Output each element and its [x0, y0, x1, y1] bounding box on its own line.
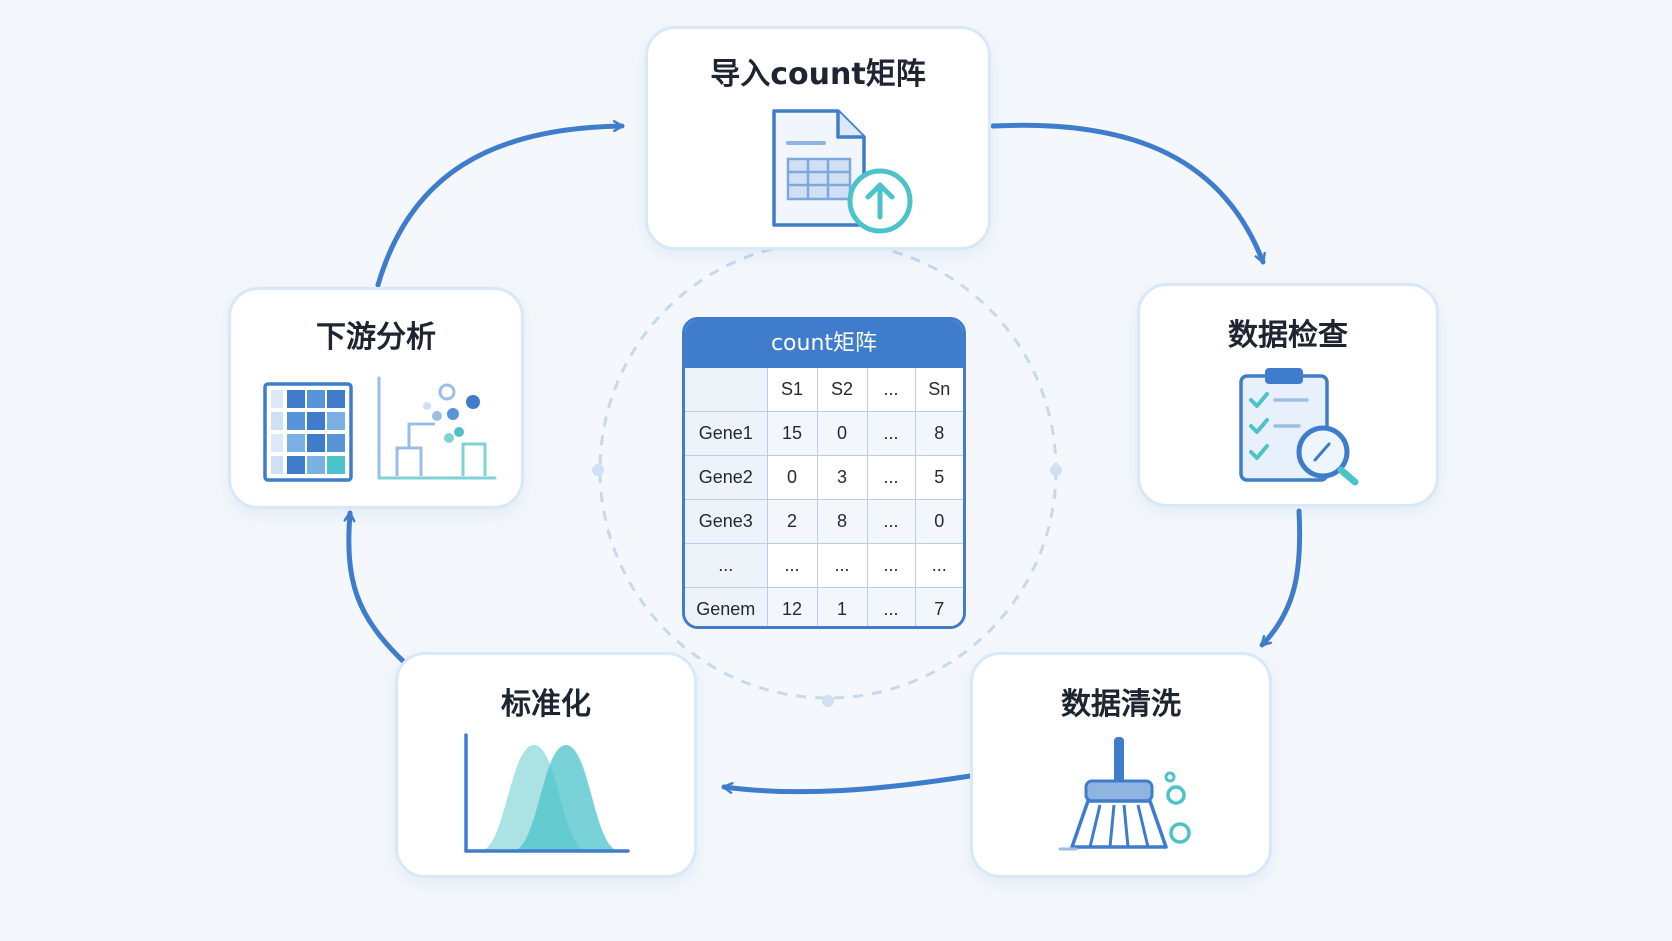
matrix-cell: 15	[767, 411, 818, 456]
matrix-cell: 0	[817, 411, 868, 456]
distribution-curves-icon	[464, 733, 630, 853]
arrow-check-to-clean	[1259, 508, 1303, 648]
step-title-downstream: 下游分析	[316, 320, 436, 355]
matrix-col-header: ...	[867, 368, 916, 412]
matrix-row: Gene3 2 8 ... 0	[685, 499, 963, 544]
matrix-cell: ...	[915, 543, 963, 588]
matrix-row-label: Gene3	[685, 499, 768, 544]
step-title-normalize: 标准化	[501, 687, 591, 722]
matrix-row: Gene1 15 0 ... 8	[685, 411, 963, 456]
matrix-cell: ...	[867, 499, 916, 544]
ring-dot-left	[592, 464, 604, 476]
dendrogram-scatter-icon	[377, 376, 497, 480]
matrix-row-label: Gene2	[685, 455, 768, 500]
ring-dot-bottom	[822, 695, 834, 707]
matrix-row-label: ...	[685, 543, 768, 588]
matrix-cell: ...	[867, 543, 916, 588]
ring-dot-right	[1050, 464, 1062, 476]
count-matrix-table: count矩阵 S1 S2 ... Sn Gene1 15 0 ... 8 Ge…	[682, 317, 966, 629]
matrix-cell: ...	[817, 543, 868, 588]
file-upload-icon	[772, 109, 913, 234]
arrow-clean-to-normalize	[721, 773, 973, 795]
matrix-cell: ...	[867, 455, 916, 500]
matrix-cell: 0	[767, 455, 818, 500]
clipboard-search-icon	[1239, 368, 1359, 486]
matrix-cell: 0	[915, 499, 963, 544]
step-title-clean: 数据清洗	[1061, 687, 1181, 722]
step-card-downstream: 下游分析	[228, 287, 524, 509]
matrix-col-header: S2	[817, 368, 868, 412]
step-card-normalize: 标准化	[395, 652, 697, 878]
matrix-cell: 12	[767, 587, 818, 626]
matrix-row: Gene2 0 3 ... 5	[685, 455, 963, 500]
matrix-grid: S1 S2 ... Sn Gene1 15 0 ... 8 Gene2 0 3 …	[685, 368, 963, 626]
matrix-row: Genem 12 1 ... 7	[685, 587, 963, 626]
matrix-cell: 7	[915, 587, 963, 626]
matrix-row-label: Gene1	[685, 411, 768, 456]
step-card-import: 导入count矩阵	[645, 26, 991, 250]
matrix-row-label: Genem	[685, 587, 768, 626]
step-title-import: 导入count矩阵	[710, 57, 926, 92]
matrix-cell: ...	[767, 543, 818, 588]
matrix-corner-cell	[685, 368, 768, 412]
heatmap-icon	[263, 382, 353, 482]
matrix-col-header: S1	[767, 368, 818, 412]
matrix-col-header: Sn	[915, 368, 963, 412]
arrow-normalize-to-downstream	[343, 510, 408, 666]
matrix-cell: 1	[817, 587, 868, 626]
matrix-cell: ...	[867, 587, 916, 626]
matrix-cell: ...	[867, 411, 916, 456]
arrow-downstream-to-import	[375, 120, 625, 288]
broom-icon	[1058, 737, 1191, 851]
matrix-title: count矩阵	[685, 320, 963, 368]
step-title-check: 数据检查	[1228, 318, 1348, 353]
matrix-cell: 8	[915, 411, 963, 456]
matrix-cell: 3	[817, 455, 868, 500]
step-card-clean: 数据清洗	[970, 652, 1272, 878]
matrix-row: ... ... ... ... ...	[685, 543, 963, 588]
arrow-import-to-check	[990, 122, 1266, 265]
matrix-cell: 5	[915, 455, 963, 500]
matrix-cell: 8	[817, 499, 868, 544]
matrix-header-row: S1 S2 ... Sn	[685, 368, 963, 412]
step-card-check: 数据检查	[1137, 283, 1439, 507]
matrix-cell: 2	[767, 499, 818, 544]
